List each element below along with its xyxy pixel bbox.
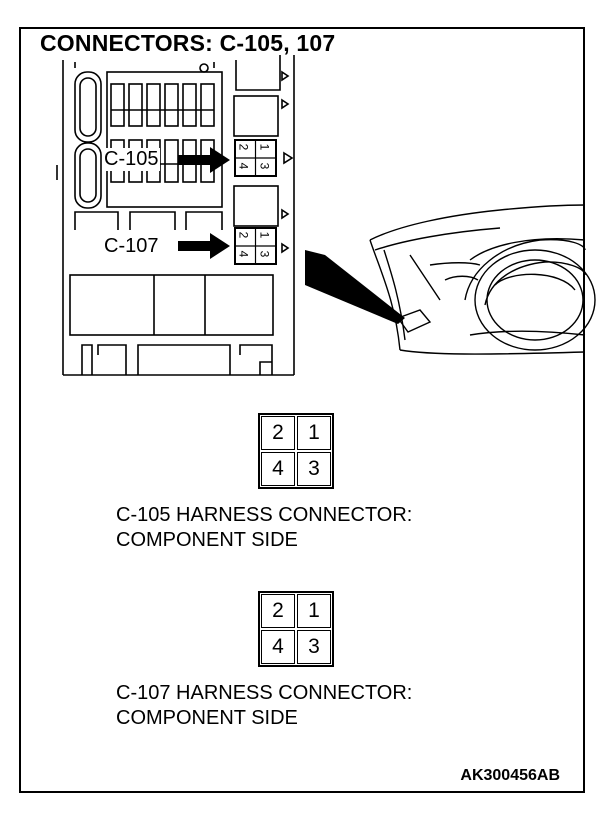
pin-2: 2: [261, 416, 295, 450]
pin-4: 4: [261, 630, 295, 664]
callout-c107-label: C-107: [102, 235, 161, 258]
diagram-frame: [19, 27, 585, 793]
small-pin-label: 1: [257, 231, 272, 239]
c105-connector-face: 2 1 4 3: [258, 413, 334, 489]
c107-caption: C-107 HARNESS CONNECTOR: COMPONENT SIDE: [116, 681, 412, 731]
pin-1: 1: [297, 594, 331, 628]
small-pin-label: 4: [236, 250, 251, 258]
figure-code: AK300456AB: [460, 767, 560, 784]
caption-line: C-107 HARNESS CONNECTOR:: [116, 682, 413, 704]
caption-line: COMPONENT SIDE: [116, 707, 298, 729]
caption-line: C-105 HARNESS CONNECTOR:: [116, 504, 413, 526]
caption-line: COMPONENT SIDE: [116, 529, 298, 551]
diagram-title: CONNECTORS: C-105, 107: [40, 30, 336, 56]
pin-2: 2: [261, 594, 295, 628]
c107-connector-face: 2 1 4 3: [258, 591, 334, 667]
small-pin-label: 3: [257, 162, 272, 170]
pin-3: 3: [297, 630, 331, 664]
c105-caption: C-105 HARNESS CONNECTOR: COMPONENT SIDE: [116, 503, 412, 553]
pin-4: 4: [261, 452, 295, 486]
pin-1: 1: [297, 416, 331, 450]
small-pin-label: 1: [257, 143, 272, 151]
small-pin-label: 3: [257, 250, 272, 258]
small-pin-label: 2: [236, 143, 251, 151]
small-pin-label: 4: [236, 162, 251, 170]
callout-c105-label: C-105: [102, 148, 161, 171]
small-pin-label: 2: [236, 231, 251, 239]
pin-3: 3: [297, 452, 331, 486]
